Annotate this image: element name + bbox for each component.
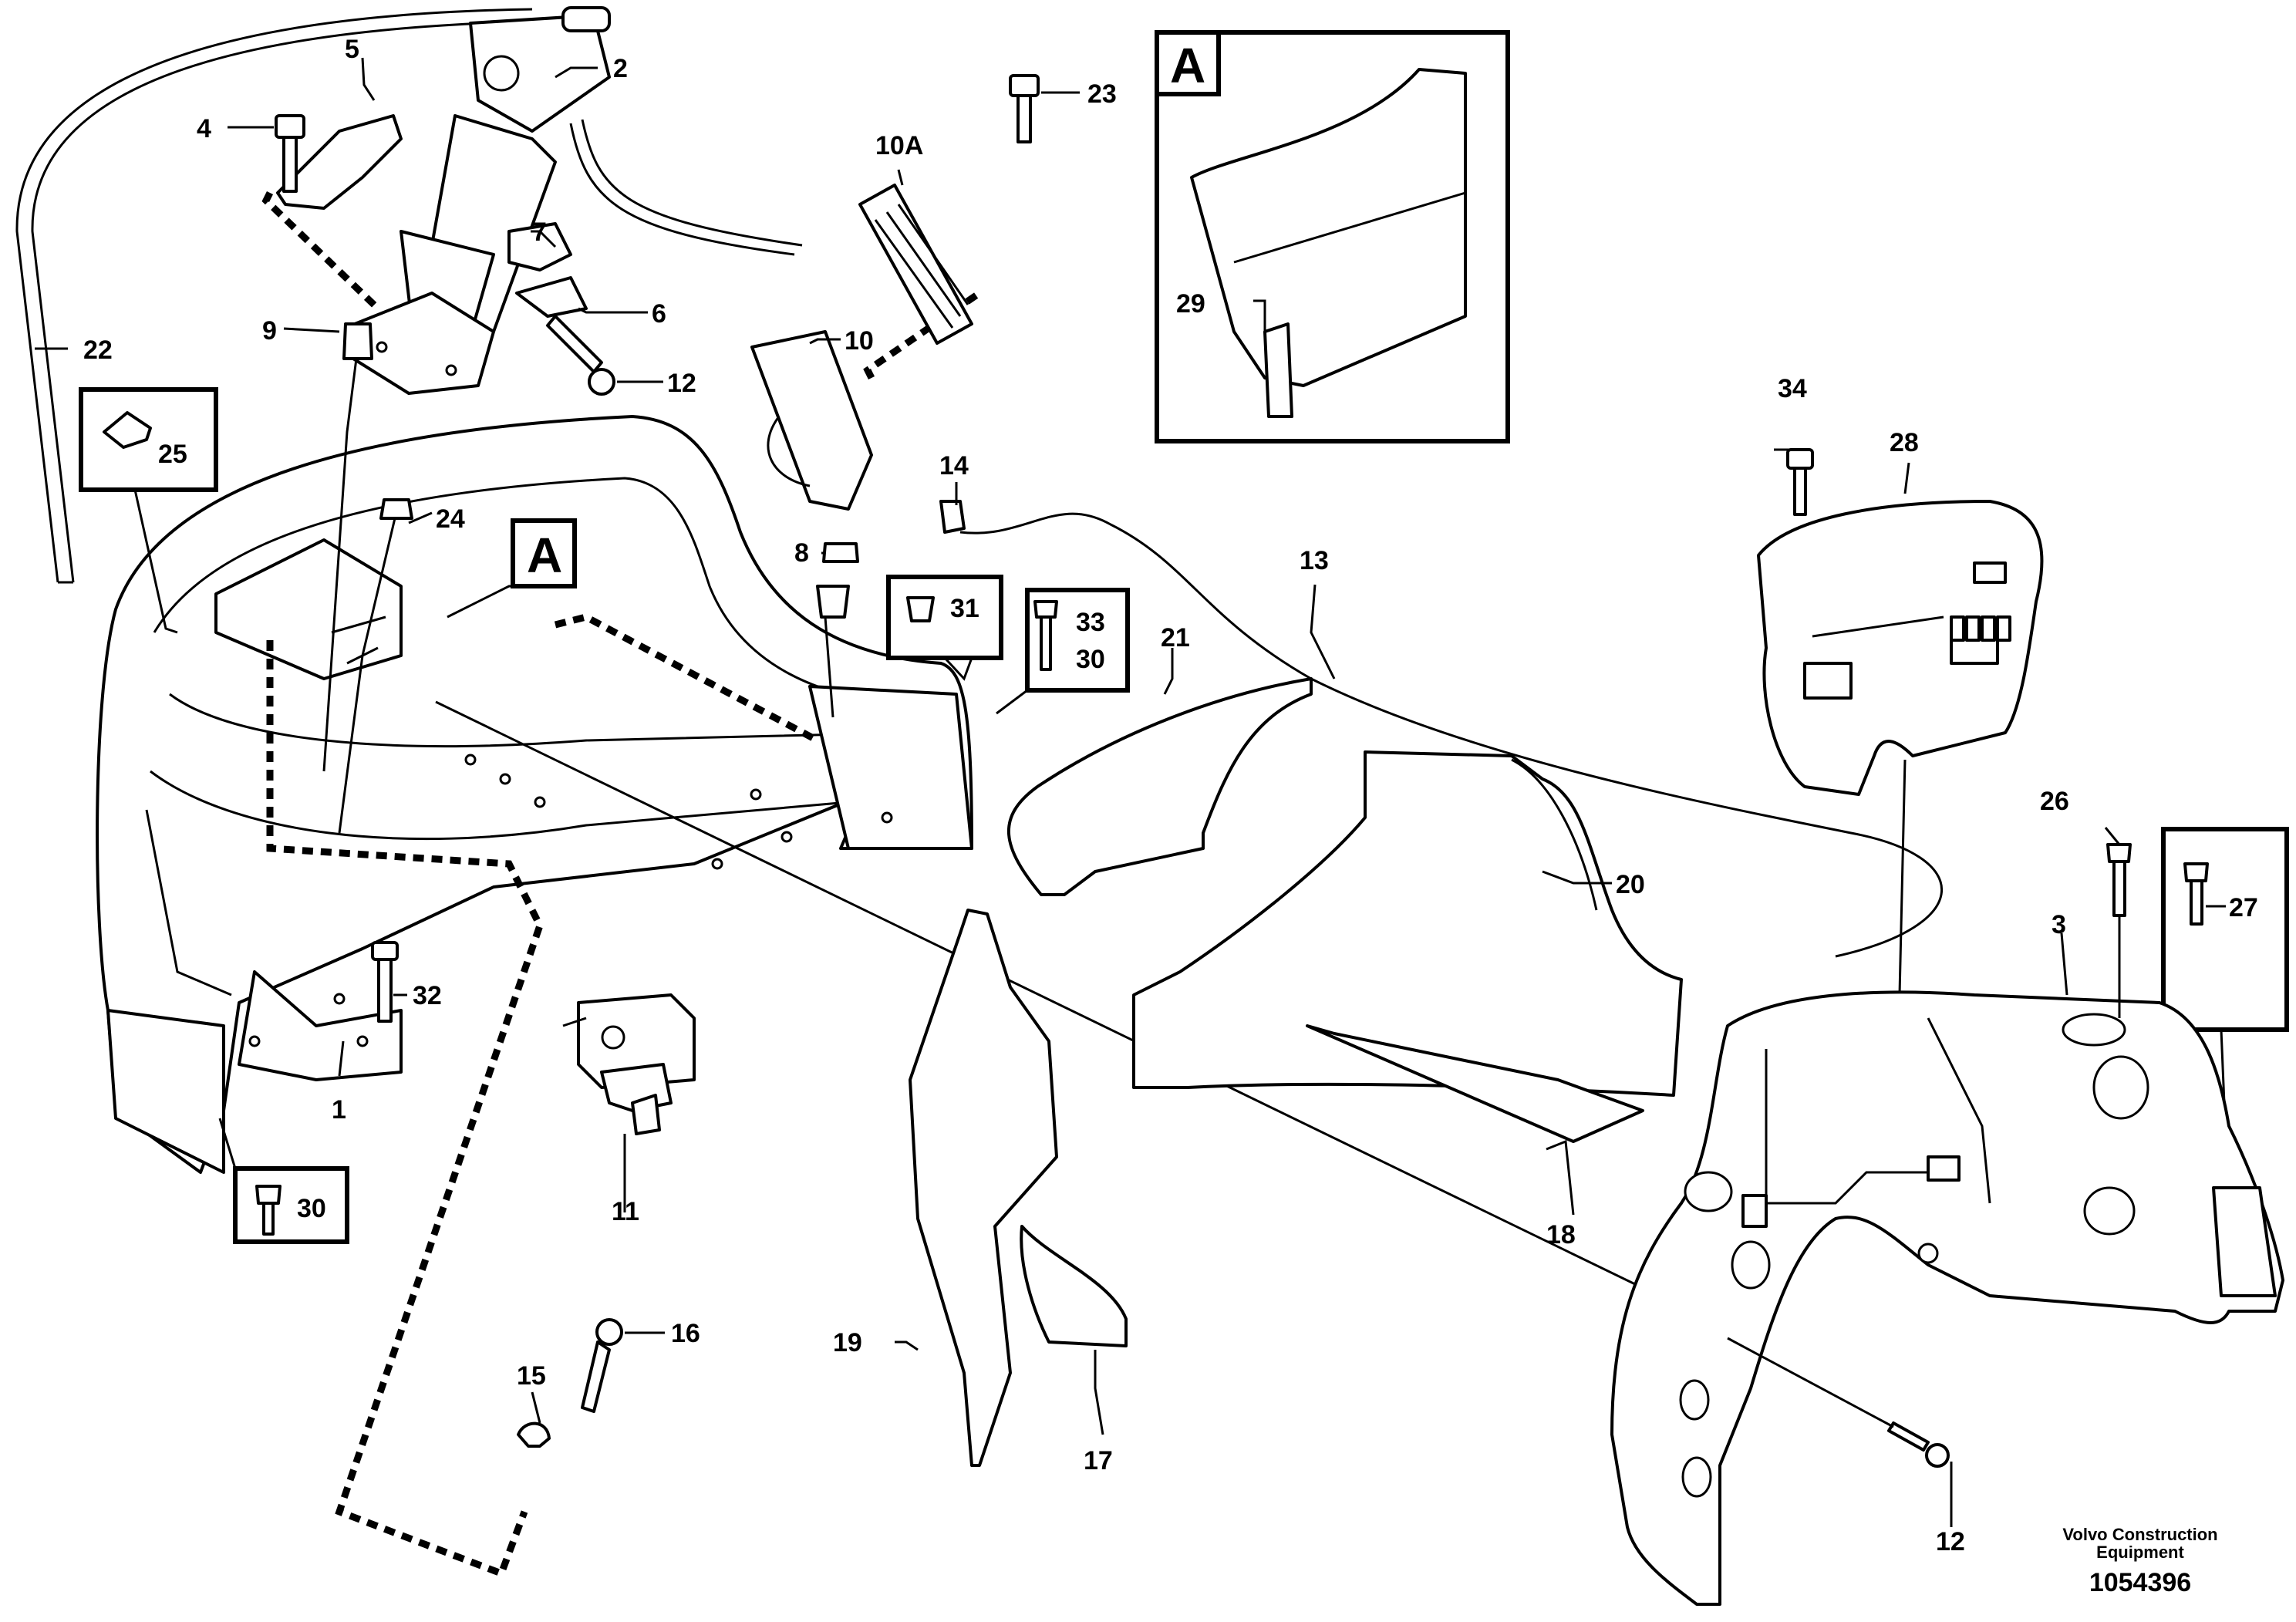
callout-24: 24 [436,504,465,534]
callout-21: 21 [1161,623,1190,653]
hose-22 [15,8,533,584]
callout-box-27 [2161,827,2289,1123]
component-10a [858,184,973,345]
assembly-path-dashed [266,640,544,1578]
callout-labels: 2 5 4 7 6 9 12 24 10 10A 23 8 14 13 21 2… [83,35,2258,1556]
callout-11: 11 [612,1197,639,1226]
callout-10a: 10A [875,131,923,160]
callout-27: 27 [2229,893,2258,922]
clamp-6 [515,276,588,318]
nut-9 [342,322,373,360]
pointer-label-a: A [527,528,562,583]
assembly-line [435,700,1636,1286]
callout-box-30-lower [218,1118,349,1244]
callout-7: 7 [532,218,547,247]
callout-23: 23 [1087,79,1117,109]
bolt-12-upper [546,315,615,396]
callout-18: 18 [1546,1220,1576,1249]
clamp-7 [507,222,572,271]
side-panel-19 [909,909,1058,1467]
callout-34: 34 [1778,374,1807,403]
bolt-32 [371,941,399,1023]
callout-3: 3 [2052,910,2066,939]
bracket-5 [276,114,403,210]
callout-30-lower: 30 [297,1194,326,1223]
callout-4: 4 [197,114,211,143]
callout-31: 31 [950,594,979,623]
nut-24 [379,498,413,520]
bolt-16 [581,1318,623,1413]
bolt-12-lower [1887,1421,1950,1468]
clip-15 [517,1421,551,1448]
detail-inset-a [1155,30,1510,443]
callout-28: 28 [1890,428,1919,457]
footer: Volvo Construction Equipment 1054396 [2062,1525,2217,1597]
bolt-34 [1786,448,1814,516]
credit-line-1: Volvo Construction [2062,1525,2217,1544]
bolt-4 [275,114,305,193]
callout-14: 14 [939,451,969,481]
solenoid-11 [562,993,696,1135]
callout-20: 20 [1616,870,1645,899]
hose-7 [581,119,803,247]
detail-pointer-a [447,518,577,619]
callout-box-25 [79,387,218,634]
cable-13 [959,512,1944,958]
callout-30-upper: 30 [1076,645,1105,674]
bolt-23 [1009,74,1040,143]
pedal-10 [750,330,873,511]
insert-8 [816,585,850,619]
document-number: 1054396 [2089,1568,2191,1597]
callout-13: 13 [1300,546,1329,575]
callout-17: 17 [1084,1446,1113,1475]
callout-16: 16 [671,1319,700,1348]
callout-12-lower: 12 [1936,1527,1965,1556]
callout-19: 19 [833,1328,862,1357]
callout-box-33-30 [996,588,1130,715]
cab-floor-tray-1 [96,415,973,1174]
callout-9: 9 [262,316,277,346]
callout-22: 22 [83,336,113,365]
callout-33: 33 [1076,608,1105,637]
hose-7 [569,123,795,256]
assembly-path-dashed [554,613,820,744]
callout-box-31 [886,575,1003,681]
trim-piece-17 [1020,1225,1128,1347]
steering-column-2 [346,6,611,395]
callout-1: 1 [332,1095,346,1125]
callout-12-upper: 12 [667,369,696,398]
callout-29: 29 [1176,289,1205,319]
callout-15: 15 [517,1361,546,1391]
callout-6: 6 [652,299,666,329]
callout-32: 32 [413,981,442,1010]
callout-5: 5 [345,35,359,64]
callout-8: 8 [794,538,809,568]
callout-2: 2 [613,54,628,83]
dashboard-cover-28 [1757,500,2044,796]
nut-8 [822,542,859,563]
callout-25: 25 [158,440,187,469]
callout-10: 10 [845,326,874,356]
leader-lines [35,57,2226,1527]
assembly-path-dashed [261,191,381,312]
credit-line-2: Equipment [2096,1543,2184,1562]
bolt-26 [2106,843,2132,917]
assembly-path-line [824,616,834,718]
clip-14 [939,500,966,534]
cover-panel-21 [1007,677,1313,896]
inset-label-a: A [1170,38,1205,93]
trim-strip-18 [1306,1024,1644,1143]
callout-26: 26 [2040,787,2069,816]
instrument-housing-3 [1610,990,2284,1606]
